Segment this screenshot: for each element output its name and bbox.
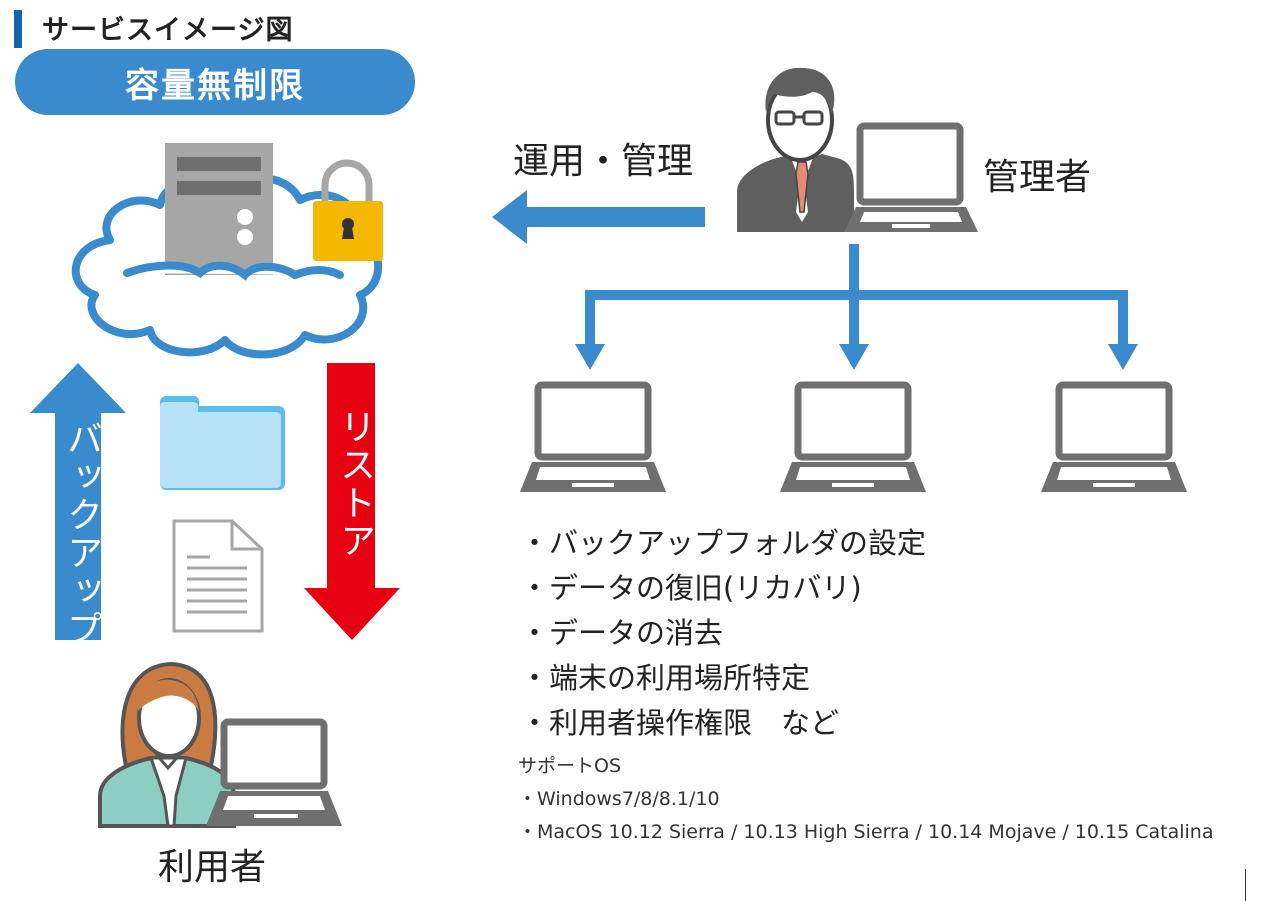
support-os: サポートOS ・Windows7/8/8.1/10 ・MacOS 10.12 S… [518, 750, 1213, 849]
support-os-item: ・MacOS 10.12 Sierra / 10.13 High Sierra … [518, 821, 1214, 843]
text-cursor [1245, 869, 1246, 901]
server-icon [165, 143, 273, 275]
lock-icon [313, 159, 383, 261]
capacity-badge: 容量無制限 [15, 49, 415, 115]
admin-icon [737, 67, 978, 232]
feature-item: ・バックアップフォルダの設定 [520, 526, 927, 560]
restore-arrow-down-icon [304, 363, 400, 640]
arrow-down-icon [575, 344, 605, 370]
cloud-inner-curve [123, 261, 344, 281]
admin-person [737, 67, 854, 232]
arrow-down-icon [1108, 344, 1138, 370]
cloud-server-illustration [71, 143, 383, 359]
admin-laptop-icon [844, 122, 978, 232]
feature-item: ・利用者操作権限 など [520, 706, 840, 740]
feature-item: ・端末の利用場所特定 [520, 661, 811, 695]
support-os-item: ・Windows7/8/8.1/10 [518, 788, 720, 810]
user-person [98, 661, 236, 828]
folder-icon [160, 396, 285, 490]
managed-laptop-icon [780, 381, 926, 492]
document-icon [172, 519, 264, 633]
managed-laptop-icon [520, 381, 666, 492]
heading-accent-bar [14, 10, 22, 48]
page-title: サービスイメージ図 [42, 15, 294, 46]
managed-laptop-icon [1041, 381, 1187, 492]
distribution-arrows [575, 244, 1138, 370]
arrow-down-icon [839, 344, 869, 370]
backup-arrow-up-icon [30, 363, 126, 640]
admin-label: 管理者 [983, 157, 1092, 198]
operation-label: 運用・管理 [513, 141, 694, 182]
feature-item: ・データの復旧(リカバリ) [520, 571, 862, 605]
user-label: 利用者 [158, 847, 267, 888]
support-os-title: サポートOS [518, 755, 622, 777]
restore-label: リストア [334, 408, 375, 560]
operation-arrow-left-icon [492, 190, 705, 244]
user-icon [98, 661, 342, 828]
backup-label: バックアップ [61, 420, 102, 648]
feature-list: ・バックアップフォルダの設定 ・データの復旧(リカバリ) ・データの消去 ・端末… [520, 521, 926, 746]
feature-item: ・データの消去 [520, 616, 724, 650]
branch-line [585, 290, 1128, 300]
user-laptop-icon [206, 718, 342, 826]
